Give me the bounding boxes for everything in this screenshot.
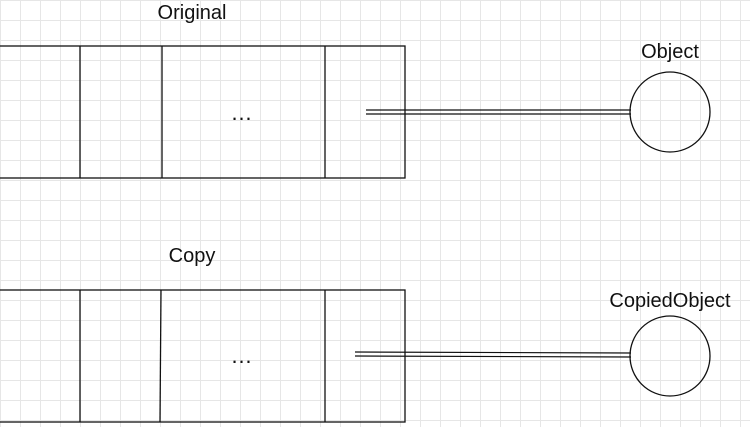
original-label: Original — [158, 2, 227, 24]
object-node — [629, 71, 711, 153]
original-ellipsis: … — [231, 100, 256, 125]
original-array: … — [0, 45, 406, 179]
copy-link-line — [354, 351, 632, 354]
copy-link-line — [354, 355, 632, 358]
copy-cell-divider — [159, 289, 162, 423]
copied-object-label: CopiedObject — [609, 290, 731, 312]
copy-array: … — [0, 289, 406, 423]
copy-array-frame — [0, 289, 406, 423]
object-label: Object — [641, 41, 699, 63]
copy-ellipsis: … — [231, 343, 256, 368]
copy-label: Copy — [169, 245, 216, 267]
original-reference-link — [366, 109, 631, 115]
original-array-frame — [0, 45, 406, 179]
copied-object-node — [629, 315, 711, 397]
copy-reference-link — [354, 351, 632, 358]
